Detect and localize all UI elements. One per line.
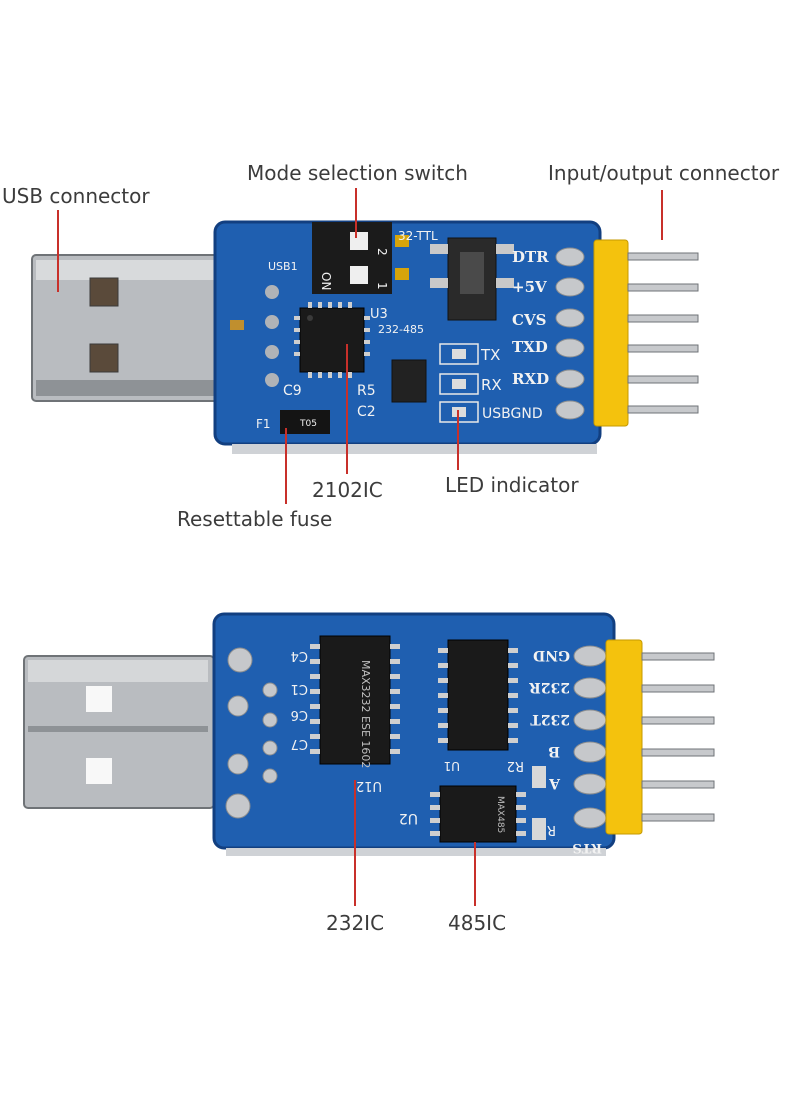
switch-label-on: ON <box>319 272 333 290</box>
callout-io-connector: Input/output connector <box>548 161 780 185</box>
pin-label-232r: 232R <box>529 679 570 695</box>
leader-mode-switch <box>355 188 357 238</box>
leader-2102ic <box>346 344 348 474</box>
ref-u3: U3 <box>370 307 388 322</box>
top-board: ON 1 2 32-TTL T05 USB1 U3 232-485 C9 R5 … <box>31 220 699 454</box>
pin-header-bottom <box>605 639 643 835</box>
leader-485ic <box>474 842 476 906</box>
pin-header-top <box>593 239 629 427</box>
pin-label-gnd: GND <box>533 647 570 663</box>
led-group: TX RX <box>439 343 502 423</box>
chip-u1 <box>438 639 518 751</box>
ref-c7: C7 <box>291 736 308 751</box>
ref-c2: C2 <box>357 404 376 420</box>
pin-label-rts: RTS <box>572 840 602 855</box>
ref-r5: R5 <box>357 383 376 399</box>
chip-485: MAX485 <box>430 785 526 843</box>
callout-2102ic: 2102IC <box>312 478 383 502</box>
pin-label-5v: +5V <box>512 278 547 296</box>
ref-c1: C1 <box>291 681 308 696</box>
pin-label-232t: 232T <box>530 711 570 727</box>
callout-usb-connector: USB connector <box>2 184 150 208</box>
pin-label-usbgnd: USBGND <box>482 406 543 422</box>
pin-label-rxd: RXD <box>512 370 549 388</box>
ref-u12: U12 <box>356 778 382 793</box>
ref-u1: U1 <box>444 759 460 773</box>
callout-resettable-fuse: Resettable fuse <box>177 507 333 531</box>
callout-mode-switch: Mode selection switch <box>247 161 468 185</box>
leader-led-indicator <box>457 410 459 470</box>
ref-r2: R2 <box>507 758 524 773</box>
slide-switch <box>430 237 514 321</box>
callout-485ic: 485IC <box>448 911 507 935</box>
leader-usb-connector <box>57 210 59 292</box>
leader-io-connector <box>661 190 663 240</box>
led-label-rx: RX <box>481 376 502 394</box>
chip-2102 <box>294 302 370 378</box>
led-label-tx: TX <box>480 346 500 364</box>
switch-label-2: 2 <box>375 248 389 256</box>
pin-label-txd: TXD <box>512 338 548 356</box>
switch-text: 32-TTL <box>398 229 438 243</box>
chip-232-marking: MAX3232 ESE 1602 <box>359 660 372 768</box>
switch-label-1: 1 <box>375 282 389 290</box>
pin-label-a: A <box>548 775 561 791</box>
callout-led-indicator: LED indicator <box>445 473 579 497</box>
ref-c4: C4 <box>291 648 308 663</box>
ref-f1: F1 <box>256 417 271 431</box>
ref-t05: T05 <box>299 419 317 429</box>
leader-resettable-fuse <box>285 428 287 504</box>
chip-232: MAX3232 ESE 1602 <box>310 635 400 768</box>
pin-label-b: B <box>548 743 560 759</box>
chip-485-marking: MAX485 <box>495 796 505 833</box>
ref-u2: U2 <box>399 810 418 826</box>
pin-label-dtr: DTR <box>512 248 549 266</box>
ref-usb1: USB1 <box>268 260 298 273</box>
ref-c9: C9 <box>283 383 302 399</box>
mode-switch: ON 1 2 32-TTL <box>312 222 438 294</box>
callout-232ic: 232IC <box>326 911 385 935</box>
leader-232ic <box>354 780 356 906</box>
pin-label-cvs: CVS <box>512 311 546 329</box>
ref-c6: C6 <box>291 707 308 722</box>
usb-plug-bottom <box>23 655 215 809</box>
bottom-board: MAX3232 ESE 1602 MAX485 C4 C1 C6 C7 U12 … <box>23 612 715 856</box>
ref-232-485: 232-485 <box>378 323 424 336</box>
